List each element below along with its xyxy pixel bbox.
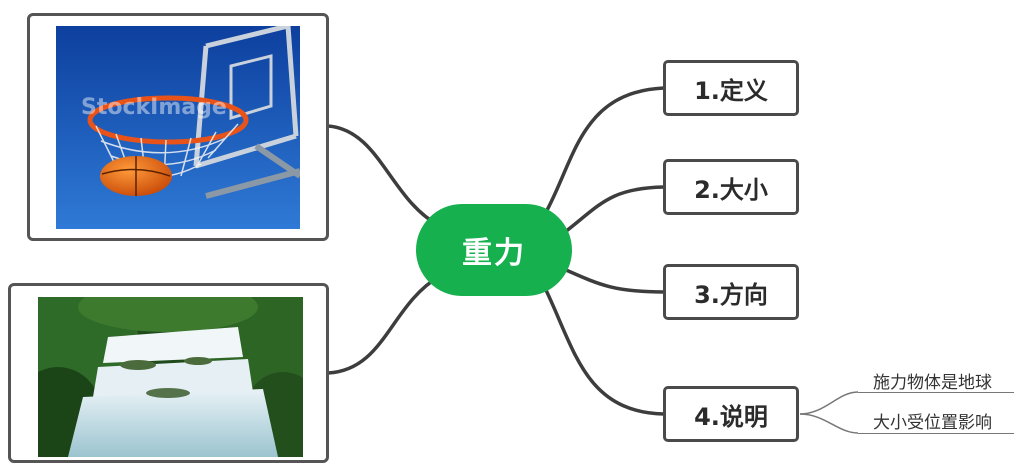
basketball-hoop-photo: StockImage xyxy=(56,26,300,229)
waterfall-photo xyxy=(38,297,303,457)
center-node[interactable]: 重力 xyxy=(416,204,572,296)
subtopic-earth-exerts-force[interactable]: 施力物体是地球 xyxy=(873,373,992,393)
connector-topic-2 xyxy=(563,185,666,234)
watermark-text: StockImage xyxy=(81,95,227,120)
connector-image-bottom xyxy=(326,274,442,375)
subtopic-magnitude-varies[interactable]: 大小受位置影响 xyxy=(873,413,992,433)
topic-definition[interactable]: 1.定义 xyxy=(663,60,799,116)
connector-topic-4 xyxy=(543,286,666,416)
image-card-basketball: StockImage xyxy=(27,13,329,241)
connector-sub-2 xyxy=(799,413,859,434)
topic-explanation[interactable]: 4.说明 xyxy=(663,386,799,442)
connector-image-top xyxy=(326,124,442,228)
image-card-waterfall xyxy=(8,283,329,463)
topic-magnitude[interactable]: 2.大小 xyxy=(663,159,799,215)
connector-topic-1 xyxy=(543,86,666,216)
connector-topic-3 xyxy=(564,268,666,294)
topic-direction[interactable]: 3.方向 xyxy=(663,264,799,320)
subtopic-underline-2 xyxy=(858,433,1014,434)
subtopic-underline-1 xyxy=(858,392,1014,393)
connector-sub-1 xyxy=(799,391,859,415)
